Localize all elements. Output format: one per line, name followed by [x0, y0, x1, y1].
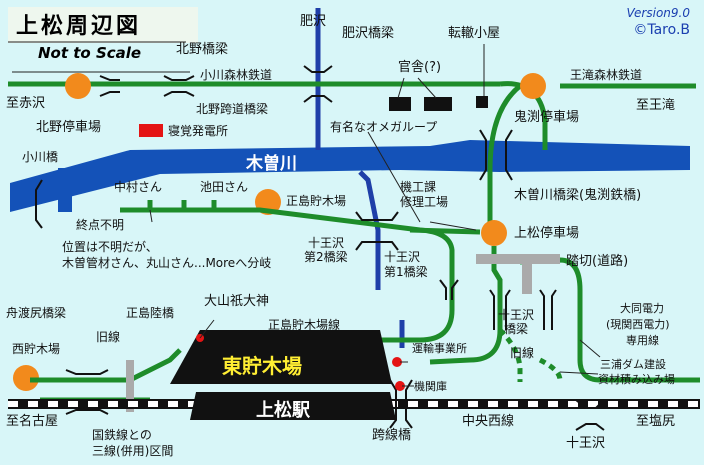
label-miura-1: 三浦ダム建設	[600, 358, 666, 371]
agematsu-station-label: 上松駅	[256, 400, 310, 421]
label-koezawa-bridge: 肥沢橋梁	[342, 26, 395, 41]
power-plant-marker	[139, 124, 163, 137]
old-line-dashed	[498, 328, 523, 382]
label-kitano-stop: 北野停車場	[36, 120, 102, 135]
label-masashima-yard: 正島貯木場	[286, 194, 347, 208]
label-overpass: 跨線橋	[372, 428, 412, 443]
label-crossing: 踏切(道路)	[566, 254, 629, 269]
label-outaki-railway: 王滝森林鉄道	[570, 68, 643, 82]
river-label: 木曽川	[246, 154, 297, 174]
scale-note: Not to Scale	[38, 44, 142, 62]
label-ikeda: 池田さん	[200, 180, 249, 194]
label-jyuo-2: 十王沢	[308, 236, 345, 250]
label-note-1: 位置は不明だが、	[62, 240, 158, 254]
label-old-line-2: 旧線	[510, 346, 535, 360]
label-ooyama: 大山祇大神	[204, 294, 270, 309]
label-to-shiojiri: 至塩尻	[636, 414, 676, 429]
label-jyuo-1b: 第1橋梁	[384, 265, 428, 279]
label-kiso-bridge: 木曽川橋梁(鬼渕鉄橋)	[514, 188, 642, 203]
label-daido-3: 専用線	[626, 334, 659, 347]
kiso-river	[10, 140, 690, 212]
label-kiko-1: 機工課	[400, 180, 437, 194]
label-to-nagoya: 至名古屋	[6, 414, 59, 429]
main-forest-line	[30, 200, 700, 403]
label-nakamura: 中村さん	[114, 180, 163, 194]
label-note-2: 木曽管材さん、丸山さん...Moreへ分岐	[62, 256, 272, 270]
label-end-unknown: 終点不明	[76, 218, 125, 232]
label-jnr-note-2: 三線(併用)区間	[92, 444, 174, 458]
label-daido-2: (現関西電力)	[606, 318, 670, 331]
label-kitano-overpass: 北野跨道橋梁	[196, 102, 269, 116]
bridge-marks	[35, 65, 605, 431]
roads	[315, 8, 405, 348]
label-kansha: 官舎(?)	[398, 60, 442, 75]
label-kitano-bridge: 北野橋梁	[176, 42, 229, 57]
label-old-line: 旧線	[96, 330, 121, 344]
kiso-river-tributary	[58, 168, 72, 212]
label-jyuo-bottom: 十王沢	[566, 436, 606, 451]
label-jyuo-2b: 第2橋梁	[304, 250, 348, 264]
outaki-forest-railway	[487, 83, 696, 230]
east-yard-label: 東貯木場	[222, 354, 302, 378]
label-to-outaki: 至王滝	[636, 98, 676, 113]
label-onibuchi-stop: 鬼渕停車場	[514, 110, 580, 125]
label-jyuo-bridge-2: 橋梁	[504, 322, 529, 336]
label-ogawa-bridge: 小川橋	[22, 150, 59, 164]
crossing-road	[476, 254, 560, 264]
label-jnr-note-1: 国鉄線との	[92, 428, 152, 442]
label-masashima-line: 正島貯木場線	[268, 318, 341, 332]
label-nezame-power: 寝覚発電所	[168, 124, 229, 138]
label-famous-group: 有名なオメガループ	[330, 120, 438, 134]
label-funato: 舟渡尻橋梁	[6, 306, 67, 320]
map-title: 上松周辺図	[16, 13, 142, 39]
label-tenteki-hut: 転轍小屋	[448, 26, 501, 41]
east-yard-block	[170, 330, 392, 384]
label-jyuo-bridge-1: 十王沢	[498, 308, 535, 322]
label-ogawa-railway: 小川森林鉄道	[200, 68, 273, 82]
label-chuo-line: 中央西線	[462, 414, 515, 429]
label-daido-1: 大同電力	[620, 302, 664, 315]
label-kikanko: 機関庫	[414, 380, 447, 393]
label-unyu: 運輸事業所	[412, 342, 467, 355]
label-kiko-2: 修理工場	[400, 195, 449, 209]
copyright-label: ©Taro.B	[633, 22, 690, 38]
label-nishi-yard: 西貯木場	[12, 342, 61, 356]
label-to-akasawa: 至赤沢	[6, 96, 46, 111]
label-agematsu-stop: 上松停車場	[514, 226, 580, 241]
label-masashima-land: 正島陸橋	[126, 306, 175, 320]
label-koezawa: 肥沢	[300, 14, 327, 29]
agematsu-station-block	[190, 392, 396, 420]
label-jyuo-1: 十王沢	[384, 250, 421, 264]
version-label: Version9.0	[626, 6, 690, 20]
label-miura-2: 資材積み込み場	[598, 373, 675, 386]
